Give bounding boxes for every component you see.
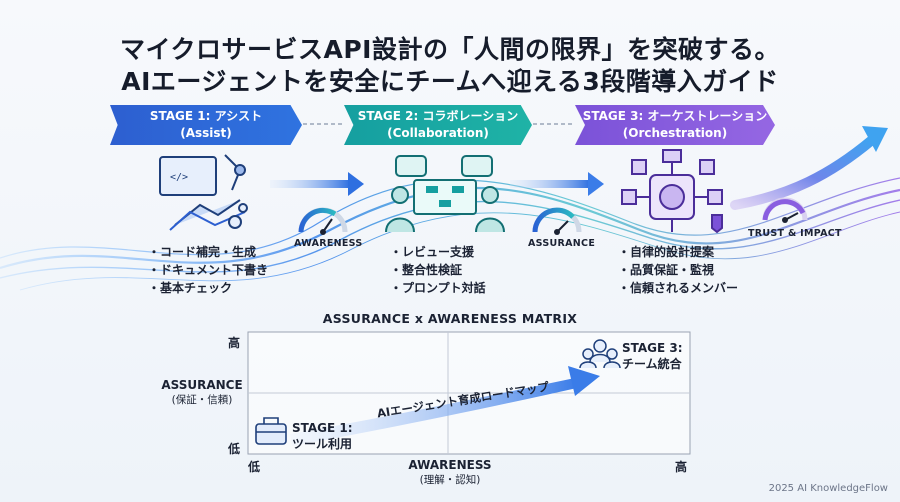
y-axis-label: ASSURANCE (保証・信頼) bbox=[160, 378, 244, 407]
x-axis-high: 高 bbox=[675, 460, 688, 474]
handshake-robot-icon: </> bbox=[159, 154, 248, 231]
footer-credit: 2025 AI KnowledgeFlow bbox=[768, 483, 888, 494]
stage-1-bullets: コード補完・生成 ドキュメント下書き 基本チェック bbox=[148, 243, 268, 297]
y-axis-low: 低 bbox=[228, 442, 241, 456]
list-item: コード補完・生成 bbox=[148, 243, 268, 261]
trust-arrow bbox=[730, 126, 888, 210]
matrix-stage-3: STAGE 3: チーム統合 bbox=[622, 340, 683, 372]
list-item: 品質保証・監視 bbox=[618, 261, 738, 279]
x-axis-title: AWARENESS bbox=[408, 458, 492, 472]
list-item: レビュー支援 bbox=[390, 243, 486, 261]
list-item: 整合性検証 bbox=[390, 261, 486, 279]
arrow-stage-2-3 bbox=[510, 172, 604, 196]
toolbox-icon bbox=[255, 417, 287, 445]
matrix-title: ASSURANCE x AWARENESS MATRIX bbox=[322, 311, 578, 326]
roadmap-arrow bbox=[290, 366, 600, 446]
matrix-stage-3-title: STAGE 3: bbox=[622, 341, 683, 355]
x-axis-low: 低 bbox=[248, 460, 261, 474]
gauge-assurance-icon bbox=[532, 207, 582, 235]
title-line-1: マイクロサービスAPI設計の「人間の限界」を突破する。 bbox=[120, 35, 780, 64]
collaboration-flowchart-icon bbox=[385, 155, 505, 233]
matrix-stage-3-subtitle: チーム統合 bbox=[622, 357, 682, 371]
list-item: 信頼されるメンバー bbox=[618, 279, 738, 297]
ai-brain-chip-icon bbox=[621, 149, 723, 234]
gauge-trust-label: TRUST & IMPACT bbox=[748, 228, 842, 239]
title-line-2: AIエージェントを安全にチームへ迎える3段階導入ガイド bbox=[121, 67, 779, 96]
gauge-trust-icon bbox=[762, 197, 808, 223]
stage-3-name: STAGE 3: オーケストレーション bbox=[582, 109, 768, 123]
stage-3-bullets: 自律的設計提案 品質保証・監視 信頼されるメンバー bbox=[618, 243, 738, 297]
matrix-stage-1-subtitle: ツール利用 bbox=[292, 437, 353, 451]
stage-2-english: (Collaboration) bbox=[387, 126, 489, 140]
list-item: ドキュメント下書き bbox=[148, 261, 268, 279]
stage-3-english: (Orchestration) bbox=[622, 126, 728, 140]
gauge-awareness-label: AWARENESS bbox=[294, 238, 363, 249]
stage-2-name: STAGE 2: コラボレーション bbox=[357, 109, 519, 123]
y-axis-subtitle: (保証・信頼) bbox=[171, 394, 233, 406]
y-axis-high: 高 bbox=[228, 336, 241, 350]
x-axis-subtitle: (理解・認知) bbox=[419, 474, 481, 486]
gauge-awareness-icon bbox=[298, 207, 348, 235]
stage-1-name: STAGE 1: アシスト bbox=[149, 109, 263, 123]
team-people-icon bbox=[579, 339, 621, 369]
x-axis-label: AWARENESS (理解・認知) bbox=[400, 458, 500, 487]
stage-2-banner: STAGE 2: コラボレーション (Collaboration) bbox=[344, 105, 532, 145]
stage-1-english: (Assist) bbox=[180, 126, 232, 140]
svg-text:</>: </> bbox=[170, 172, 188, 183]
arrow-stage-1-2 bbox=[270, 172, 364, 196]
y-axis-title: ASSURANCE bbox=[161, 378, 243, 392]
stage-1-banner: STAGE 1: アシスト (Assist) bbox=[110, 105, 302, 145]
list-item: 自律的設計提案 bbox=[618, 243, 738, 261]
stage-3-banner: STAGE 3: オーケストレーション (Orchestration) bbox=[575, 105, 775, 145]
matrix-stage-1-title: STAGE 1: bbox=[292, 421, 353, 435]
list-item: プロンプト対話 bbox=[390, 279, 486, 297]
matrix-stage-1: STAGE 1: ツール利用 bbox=[292, 420, 353, 452]
gauge-assurance-label: ASSURANCE bbox=[528, 238, 596, 249]
stage-2-bullets: レビュー支援 整合性検証 プロンプト対話 bbox=[390, 243, 486, 297]
list-item: 基本チェック bbox=[148, 279, 268, 297]
